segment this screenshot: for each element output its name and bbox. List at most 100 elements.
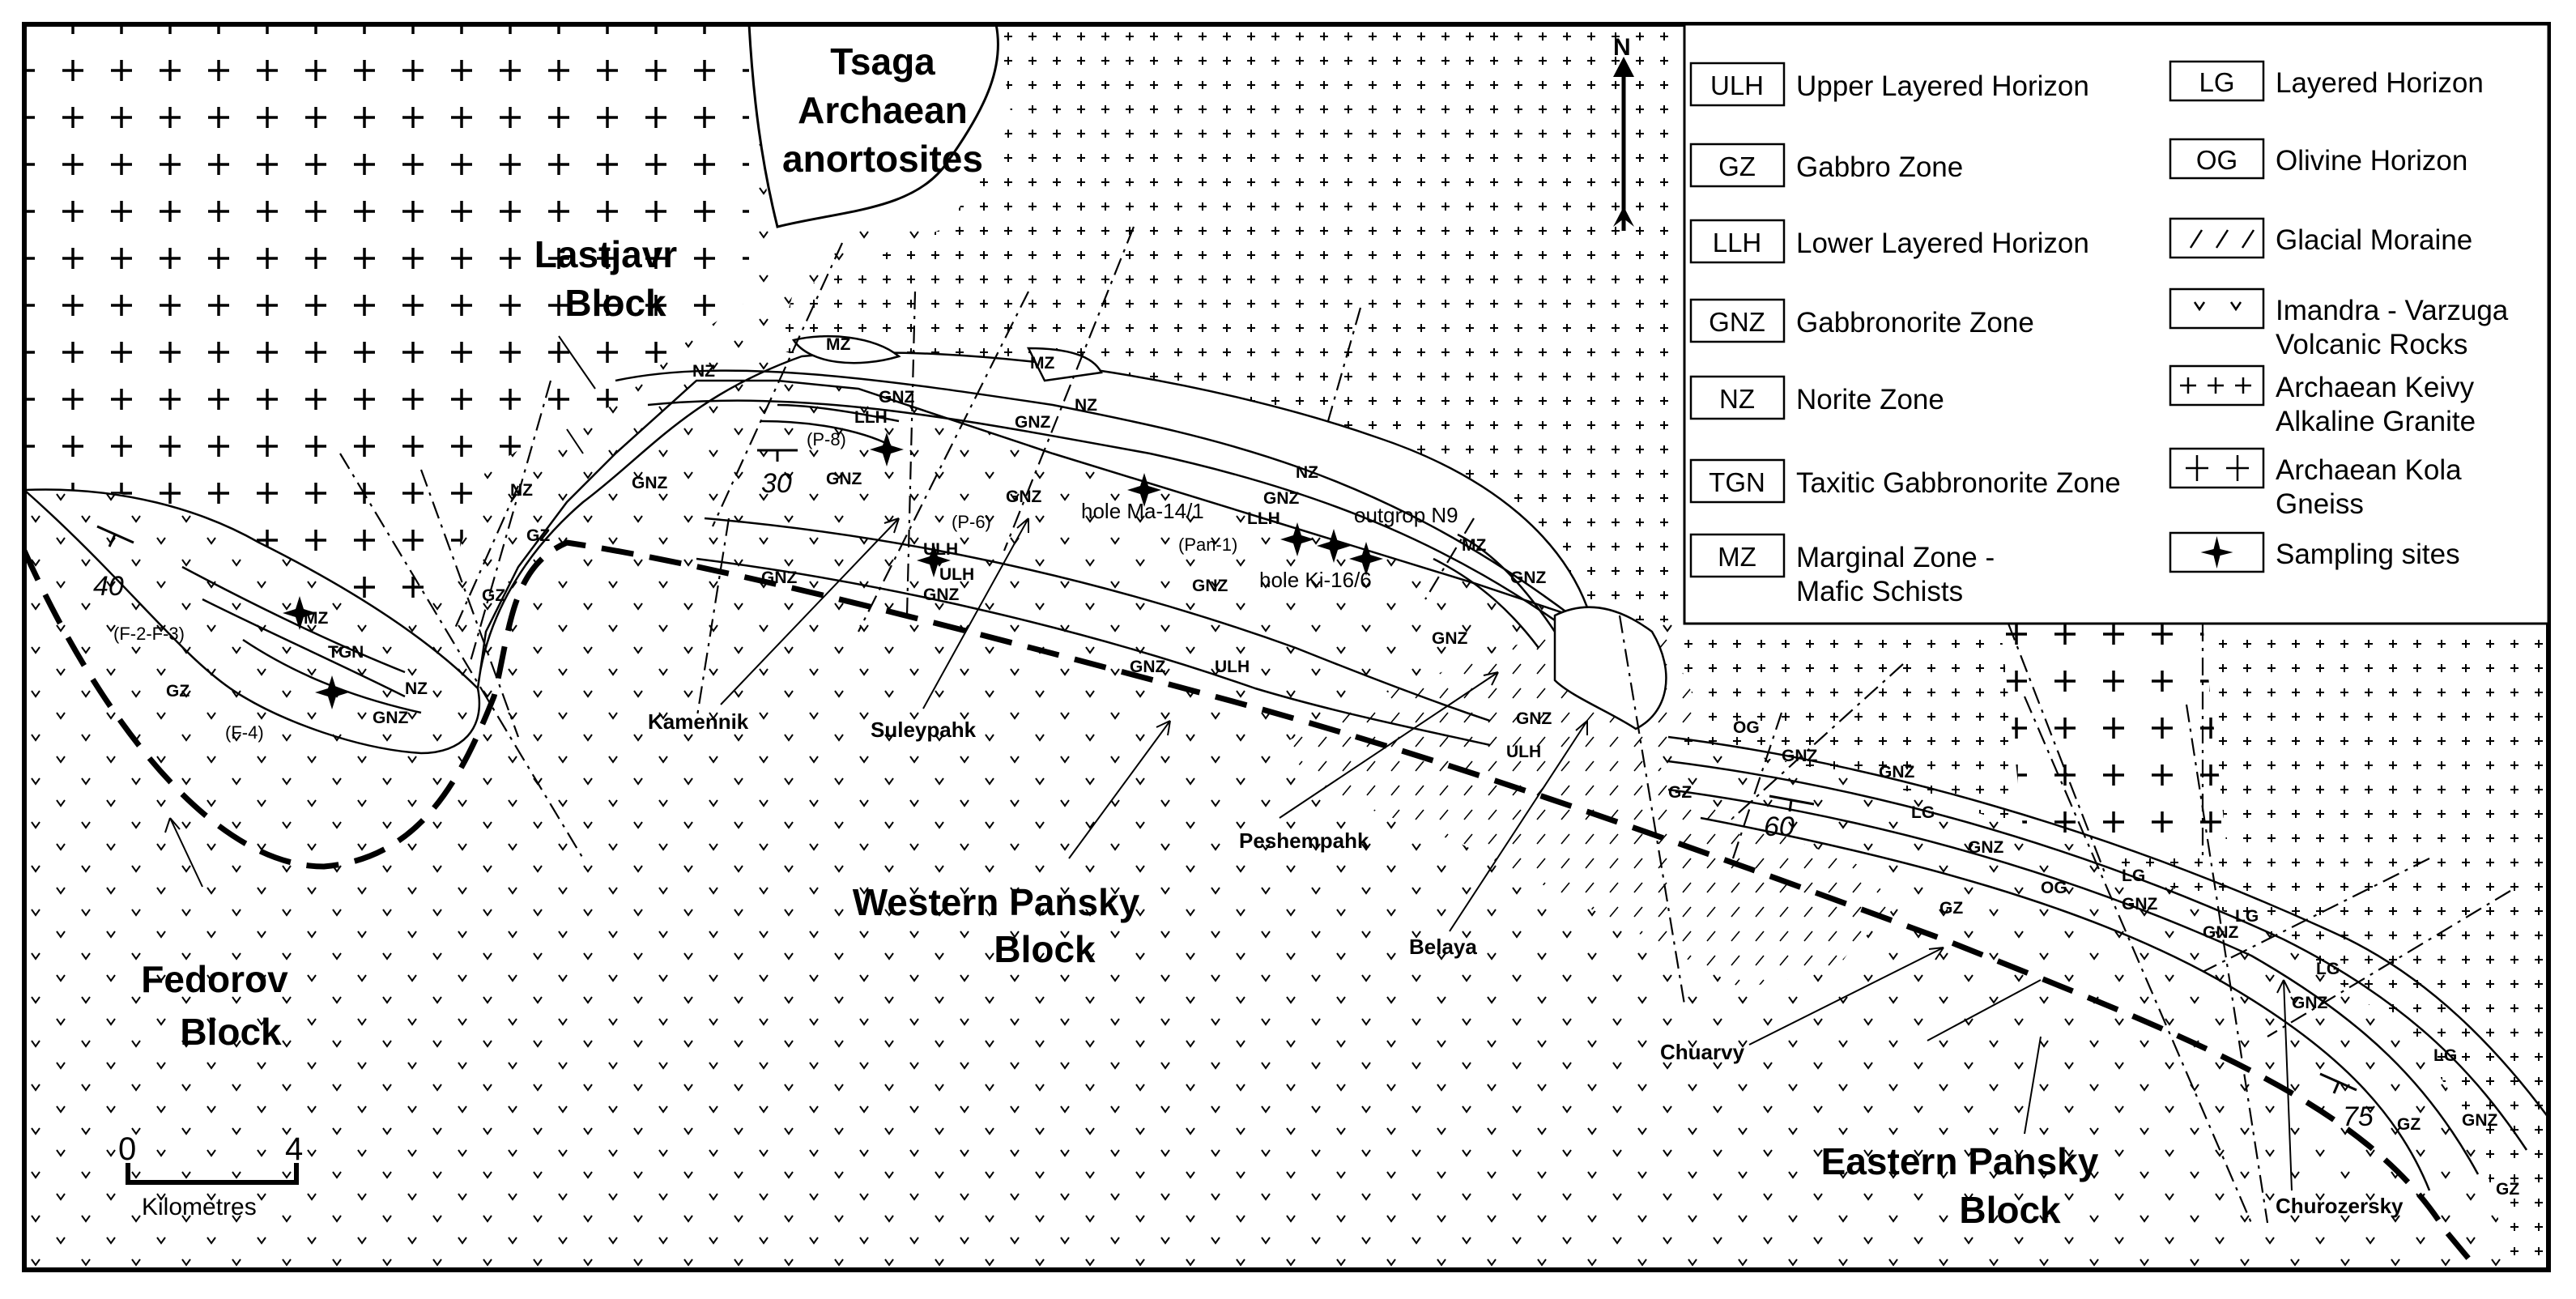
scale-zero: 0 [118, 1131, 136, 1167]
legend-code: NZ [1719, 384, 1755, 414]
zone-label: NZ [405, 679, 428, 698]
dip-values: 40 30 60 75 [93, 468, 2374, 1132]
legend-swatch-mark [2193, 301, 2242, 312]
legend-code: LLH [1713, 228, 1762, 258]
scale-bar: 0 4 Kilometres [118, 1131, 303, 1220]
scale-four: 4 [285, 1131, 303, 1167]
zone-label: MZ [826, 335, 850, 354]
legend-swatch-mark [2189, 229, 2255, 249]
zone-label: GZ [482, 586, 505, 605]
legend-label: Olivine Horizon [2276, 145, 2467, 177]
legend-label: Taxitic Gabbronorite Zone [1796, 467, 2121, 499]
zone-label: GNZ [1263, 489, 1300, 508]
legend-label: Gabbro Zone [1796, 151, 1963, 183]
legend-label: Sampling sites [2276, 539, 2460, 570]
zone-label: ULH [923, 540, 958, 559]
legend-label: Volcanic Rocks [2276, 329, 2467, 360]
legend-label: Norite Zone [1796, 384, 1944, 415]
zone-label: GNZ [2292, 994, 2328, 1012]
zone-label: GNZ [761, 569, 798, 587]
legend-code-box [1689, 533, 1786, 578]
block-boundary [21, 539, 2480, 1272]
zone-label: GNZ [1130, 658, 1166, 676]
zone-label: ULH [1506, 743, 1541, 761]
legend-code: OG [2196, 145, 2238, 175]
legend-label: Imandra - Varzuga [2276, 295, 2509, 326]
zone-label: LG [2316, 960, 2340, 978]
north-label: N [1613, 34, 1631, 61]
legend-swatch-kola [2169, 447, 2265, 489]
zone-label: TGN [328, 643, 364, 662]
legend-code: GZ [1718, 151, 1756, 181]
sample-f2f3-label: (F-2-F-3) [113, 624, 185, 644]
sampling-site-star [870, 432, 904, 466]
locality-labels: Kamennik Suleypahk Peshempahk Belaya Chu… [648, 709, 2404, 1218]
legend-code: ULH [1710, 70, 1764, 100]
zone-label: OG [2041, 879, 2067, 897]
chuarvy-label: Chuarvy [1660, 1040, 1745, 1064]
zone-label: LG [2122, 867, 2145, 885]
dip-40: 40 [93, 571, 124, 602]
zone-labels: NZ NZ GZ GZ MZ TGN NZ GNZ GZ MZ GNZ LLH … [166, 335, 2519, 1199]
zone-label: NZ [1075, 396, 1097, 415]
kamennik-label: Kamennik [648, 709, 749, 734]
map-frame [22, 22, 2551, 1272]
legend-swatch-mark [2186, 455, 2249, 481]
zone-label: GNZ [1006, 488, 1042, 506]
zone-label: GNZ [1015, 413, 1051, 432]
legend-label: Gabbronorite Zone [1796, 307, 2034, 339]
sampling-site-star [283, 596, 317, 630]
dip-symbols [96, 449, 2357, 1094]
churozersky-label: Churozersky [2276, 1194, 2404, 1218]
sampling-site-star [1317, 529, 1351, 563]
legend-label: Gneiss [2276, 488, 2364, 520]
legend-code: LG [2199, 67, 2234, 97]
zone-label: GNZ [1782, 747, 1818, 765]
zone-label: LG [2433, 1046, 2457, 1065]
zone-label: GNZ [632, 474, 668, 492]
belaya-label: Belaya [1409, 935, 1477, 959]
zone-label: GNZ [1192, 577, 1228, 595]
peshempahk-label: Peshempahk [1239, 828, 1369, 853]
legend-code-box [1689, 143, 1786, 188]
zone-label: NZ [692, 362, 715, 381]
zone-label: GNZ [2122, 895, 2158, 914]
sampling-site-star [917, 543, 951, 577]
zone-label: GNZ [1968, 838, 2004, 857]
legend-label: Marginal Zone - [1796, 542, 1995, 573]
sample-labels: (F-2-F-3) (F-4) (P-8) (P-6) (Pan-1) hole… [113, 429, 1458, 743]
zone-label: LG [2235, 907, 2259, 926]
legend-code-box [1689, 458, 1786, 504]
zone-label: OG [1733, 718, 1760, 737]
sampling-site-star [1127, 473, 1161, 507]
sample-p6-label: (P-6) [952, 512, 991, 532]
legend-panel [1683, 23, 2550, 625]
zone-label: GZ [166, 682, 189, 701]
legend-label: Lower Layered Horizon [1796, 228, 2089, 259]
zone-label: GNZ [1432, 629, 1468, 648]
sampling-site-star [315, 675, 349, 709]
sample-ma14-label: hole Ma-14/1 [1081, 499, 1204, 523]
legend-code-box [1689, 62, 1786, 107]
zone-label: GNZ [2462, 1111, 2498, 1130]
zone-label: MZ [1462, 536, 1486, 555]
sample-p8-label: (P-8) [807, 429, 846, 449]
legend-code-box [1689, 375, 1786, 420]
zone-label: LLH [854, 408, 888, 427]
zone-label: NZ [510, 481, 533, 500]
legend-code: GNZ [1709, 307, 1765, 337]
leader-arrows [164, 335, 2293, 1191]
faults [339, 226, 2511, 1224]
legend-label: Alkaline Granite [2276, 406, 2476, 437]
suleypahk-label: Suleypahk [871, 718, 977, 742]
legend-label: Mafic Schists [1796, 576, 1963, 607]
zone-label: MZ [1030, 354, 1054, 373]
